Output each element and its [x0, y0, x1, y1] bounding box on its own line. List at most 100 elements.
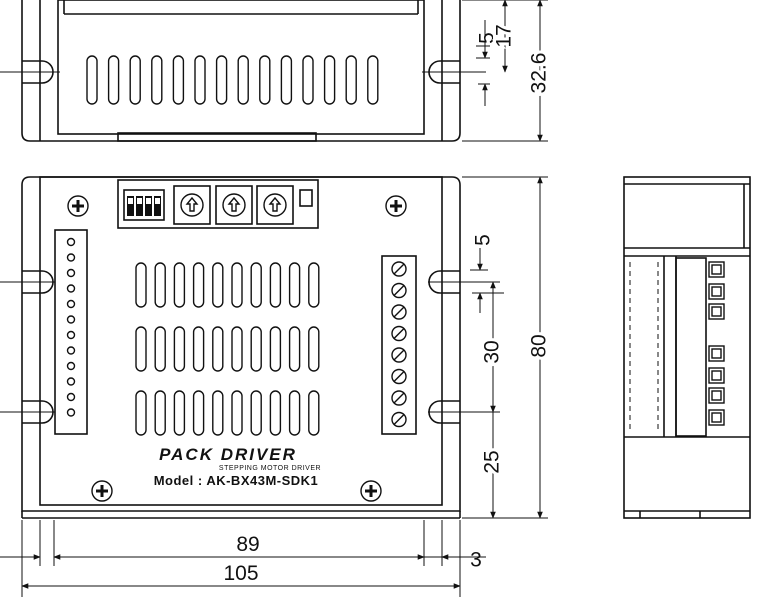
front-view	[0, 176, 500, 519]
vent-slot	[308, 326, 320, 372]
brand-subtitle: STEPPING MOTOR DRIVER	[219, 465, 321, 472]
terminal-pin	[66, 377, 76, 386]
top-view-dimension-lines	[462, 0, 548, 142]
vent-slot	[367, 55, 379, 105]
potentiometer-knob	[180, 193, 204, 217]
left-terminal-block	[54, 229, 88, 435]
vent-slot	[107, 55, 120, 105]
phillips-cross-icon	[72, 200, 84, 212]
vent-slot	[212, 326, 224, 372]
side-terminal-square	[708, 303, 725, 320]
vent-slot	[135, 390, 147, 436]
potentiometers	[180, 193, 287, 217]
dip-key-lever	[146, 198, 151, 204]
screw-slot	[393, 349, 405, 361]
screw-head	[67, 195, 89, 217]
vent-slot	[192, 390, 205, 436]
dip-key	[127, 196, 134, 216]
terminal-screw	[391, 411, 407, 428]
side-terminal-inner	[711, 286, 722, 297]
vent-slot	[192, 262, 205, 308]
dip-key-lever	[137, 198, 142, 204]
arrow-icon	[227, 196, 241, 212]
terminal-screw	[391, 325, 407, 342]
terminal-pin	[66, 361, 76, 371]
dip-key	[154, 196, 161, 216]
dim-front-height: 80	[528, 334, 551, 357]
arrow-icon	[185, 196, 199, 212]
dip-switch-keys	[127, 196, 161, 216]
terminal-pin	[66, 392, 76, 402]
side-terminal-square	[708, 367, 725, 384]
dim-front-slot-pitch: 5	[472, 234, 495, 246]
dim-top-hole-offset: 17	[493, 24, 516, 47]
vent-slot	[154, 262, 166, 308]
dim-top-slot-pitch: 5	[476, 32, 499, 44]
side-terminal-inner	[711, 390, 722, 401]
vent-slot	[192, 326, 205, 372]
left-terminal-pins	[66, 237, 76, 417]
top-view-vent-slots	[86, 55, 379, 105]
vent-slot	[288, 326, 301, 372]
vent-slot	[288, 390, 301, 436]
terminal-screw	[391, 261, 407, 277]
vent-slot	[154, 390, 166, 436]
dim-flange-width: 3	[470, 549, 482, 572]
screw-slot	[393, 392, 405, 404]
dim-inner-width: 89	[236, 533, 259, 556]
terminal-screw	[391, 304, 407, 320]
terminal-pin	[66, 284, 76, 293]
dip-key-lever	[155, 198, 160, 204]
vent-slot	[154, 326, 166, 372]
brand-logo-text: PACK DRIVER	[159, 445, 297, 464]
terminal-pin	[66, 330, 76, 340]
right-terminal-block	[381, 255, 417, 435]
pot-1	[173, 185, 211, 225]
screw-slot	[393, 414, 405, 425]
switch-panel	[117, 179, 319, 229]
vent-slot	[269, 326, 282, 372]
vent-slot	[231, 326, 243, 372]
arrow-icon	[268, 196, 282, 212]
phillips-cross-icon	[365, 485, 377, 497]
dip-switch	[123, 189, 165, 221]
vent-slot	[323, 55, 336, 105]
vent-slot	[250, 326, 262, 372]
side-terminal-square	[708, 261, 725, 278]
terminal-pin	[66, 268, 76, 278]
side-terminal-inner	[711, 348, 722, 359]
side-terminal-inner	[711, 412, 722, 423]
potentiometer-knob	[222, 193, 246, 217]
vent-slot	[129, 55, 141, 105]
screw-head	[91, 480, 113, 502]
side-terminal-inner	[711, 370, 722, 381]
side-terminal-body	[675, 257, 707, 437]
screw-slot	[393, 285, 405, 296]
side-terminal-square	[708, 283, 725, 300]
dim-front-hole-pitch: 30	[481, 340, 504, 363]
vent-slot	[308, 390, 320, 436]
terminal-screw	[391, 347, 407, 363]
vent-slot	[231, 390, 243, 436]
dip-key	[145, 196, 152, 216]
terminal-pin	[66, 408, 76, 417]
vent-slot	[86, 55, 98, 105]
front-body	[39, 176, 443, 506]
front-view-dimension-lines	[462, 176, 548, 519]
screw-slot	[393, 263, 405, 275]
terminal-screw	[391, 368, 407, 385]
terminal-pin	[66, 237, 76, 247]
vent-slot	[269, 390, 282, 436]
vent-slot	[135, 262, 147, 308]
side-terminal-inner	[711, 306, 722, 317]
vent-slot	[212, 390, 224, 436]
top-view-connector-tab	[117, 132, 317, 142]
side-terminal-square	[708, 409, 725, 426]
vent-slot	[250, 262, 262, 308]
screw-head	[360, 480, 382, 502]
terminal-screw	[391, 390, 407, 406]
potentiometer-knob	[263, 193, 287, 217]
vent-slot	[172, 55, 185, 105]
vent-slot	[250, 390, 262, 436]
vent-slot	[237, 55, 249, 105]
